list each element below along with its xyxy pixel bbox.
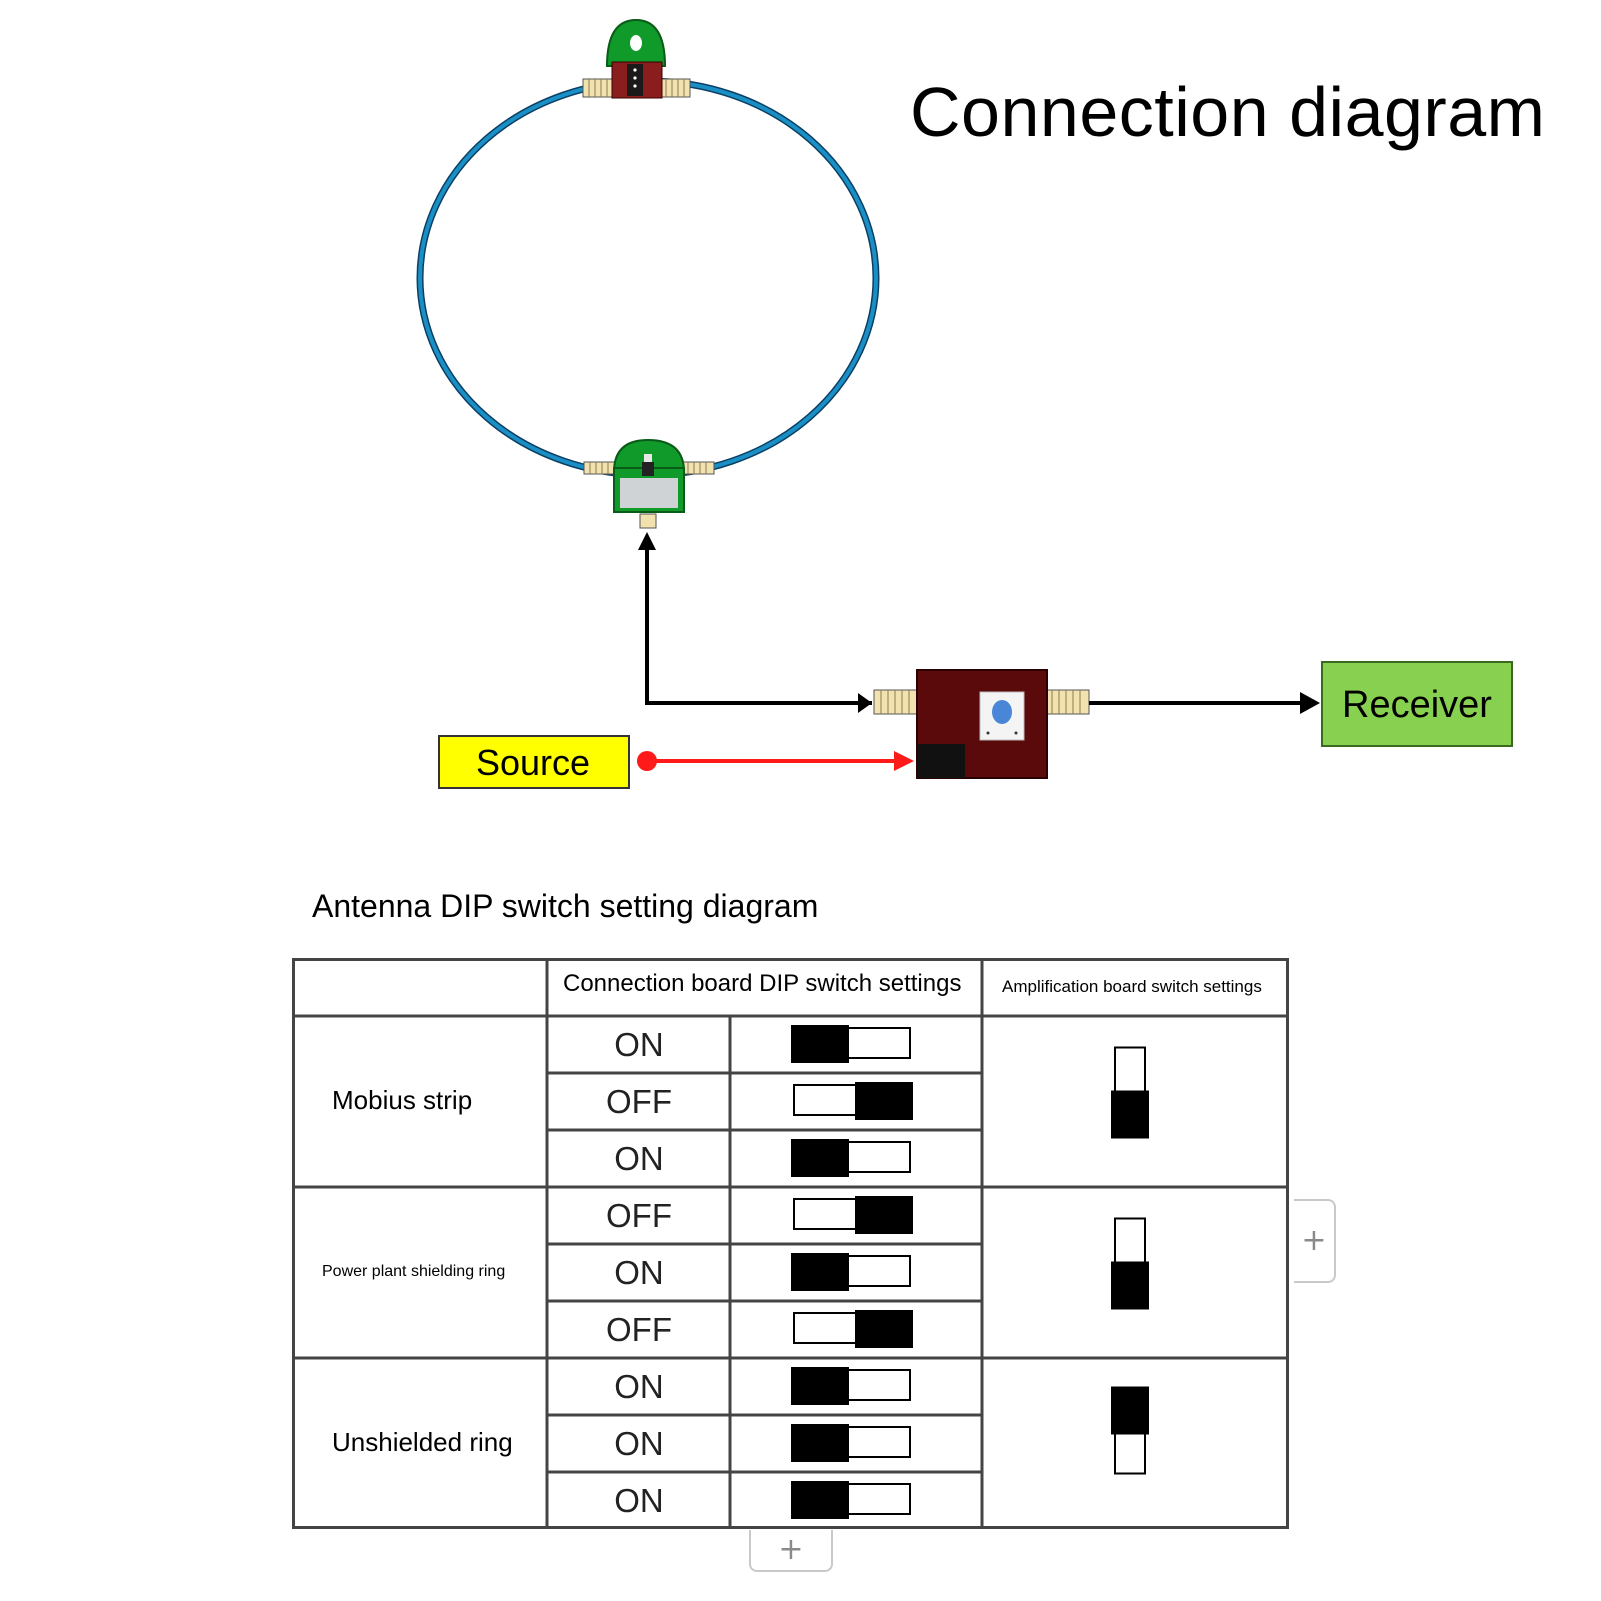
amp-switch-knob xyxy=(1111,1261,1149,1310)
bottom-connection-board xyxy=(583,438,715,529)
switch-state: ON xyxy=(614,1368,664,1405)
group-label: Mobius strip xyxy=(332,1085,473,1116)
table-title: Antenna DIP switch setting diagram xyxy=(312,888,819,924)
source-dot xyxy=(637,751,657,771)
dip-switch-knob xyxy=(791,1139,849,1177)
source-box xyxy=(438,735,630,789)
dip-switch-table xyxy=(292,958,1289,1529)
connection-diagram: Receiver Source xyxy=(416,18,1513,789)
switch-state: ON xyxy=(614,1482,664,1519)
amp-switch-knob xyxy=(1111,1386,1149,1435)
switch-state: OFF xyxy=(606,1083,672,1120)
dip-switch-knob xyxy=(791,1367,849,1405)
group-label: Power plant shielding ring xyxy=(322,1262,506,1280)
switch-state: ON xyxy=(614,1026,664,1063)
add-column-button[interactable]: + xyxy=(1294,1199,1336,1283)
dip-switch-knob xyxy=(855,1310,913,1348)
receiver-label: Receiver xyxy=(1342,684,1492,726)
top-connection-board xyxy=(582,18,691,99)
dip-switch-knob xyxy=(791,1025,849,1063)
header-connection-board: Connection board DIP switch settings xyxy=(563,970,962,997)
dip-switch-knob xyxy=(855,1196,913,1234)
dip-switch-knob xyxy=(791,1253,849,1291)
group-label: Unshielded ring xyxy=(332,1427,513,1458)
add-row-button[interactable]: + xyxy=(749,1530,833,1572)
amplifier-board xyxy=(873,669,1090,779)
header-amplification-board: Amplification board switch settings xyxy=(1002,977,1262,996)
dip-switch-knob xyxy=(791,1424,849,1462)
source-label: Source xyxy=(476,742,590,783)
switch-state: ON xyxy=(614,1425,664,1462)
amp-switch-knob xyxy=(1111,1090,1149,1139)
switch-state: OFF xyxy=(606,1197,672,1234)
switch-state: OFF xyxy=(606,1311,672,1348)
antenna-cable xyxy=(645,540,872,705)
switch-state: ON xyxy=(614,1140,664,1177)
loop-antenna xyxy=(416,77,880,479)
switch-state: ON xyxy=(614,1254,664,1291)
dip-switch-knob xyxy=(855,1082,913,1120)
page-title: Connection diagram xyxy=(910,73,1546,151)
dip-switch-knob xyxy=(791,1481,849,1519)
receiver-box xyxy=(1321,661,1513,747)
